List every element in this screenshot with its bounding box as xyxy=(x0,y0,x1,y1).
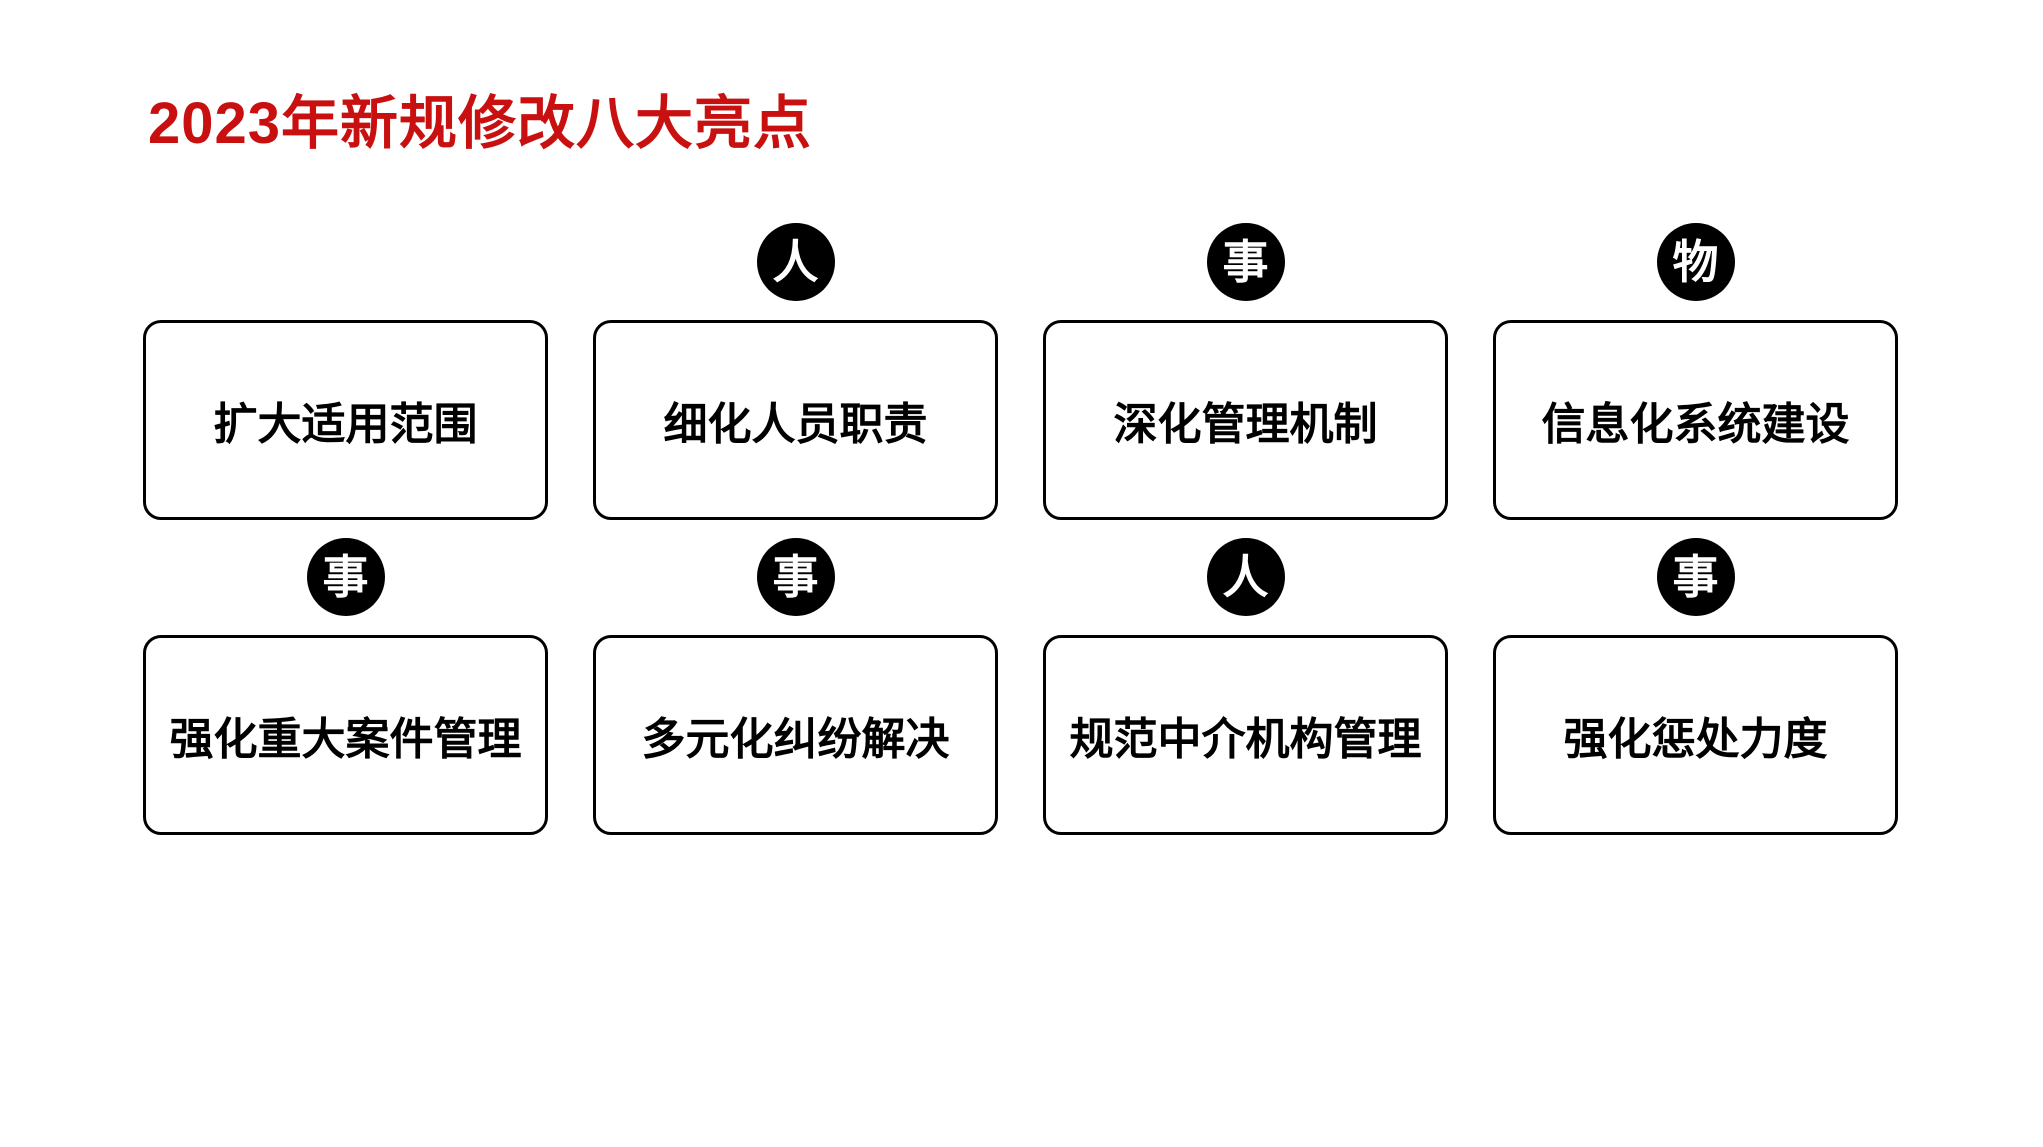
category-badge: 事 xyxy=(1206,223,1285,301)
category-badge: 事 xyxy=(1656,538,1735,616)
highlights-grid: 扩大适用范围 人 细化人员职责 事 深化管理机制 物 信息化系统建设 事 强化重… xyxy=(143,223,1898,835)
highlight-card-4: 物 信息化系统建设 xyxy=(1493,223,1898,520)
category-badge: 人 xyxy=(1206,538,1285,616)
card-label: 信息化系统建设 xyxy=(1541,400,1850,449)
card-box: 细化人员职责 xyxy=(593,320,998,520)
highlight-card-3: 事 深化管理机制 xyxy=(1043,223,1448,520)
card-box: 强化重大案件管理 xyxy=(143,635,548,835)
category-badge: 事 xyxy=(756,538,835,616)
card-box: 扩大适用范围 xyxy=(143,320,548,520)
category-badge: 事 xyxy=(306,538,385,616)
card-box: 多元化纠纷解决 xyxy=(593,635,998,835)
highlight-card-1: 扩大适用范围 xyxy=(143,320,548,520)
card-label: 深化管理机制 xyxy=(1113,400,1378,449)
highlight-card-6: 事 多元化纠纷解决 xyxy=(593,538,998,835)
page-title: 2023年新规修改八大亮点 xyxy=(148,91,813,156)
card-label: 扩大适用范围 xyxy=(213,400,478,449)
card-box: 深化管理机制 xyxy=(1043,320,1448,520)
card-box: 强化惩处力度 xyxy=(1493,635,1898,835)
highlight-card-5: 事 强化重大案件管理 xyxy=(143,538,548,835)
card-label: 多元化纠纷解决 xyxy=(641,715,950,764)
highlight-card-8: 事 强化惩处力度 xyxy=(1493,538,1898,835)
card-box: 信息化系统建设 xyxy=(1493,320,1898,520)
highlight-card-2: 人 细化人员职责 xyxy=(593,223,998,520)
card-label: 细化人员职责 xyxy=(663,400,928,449)
category-badge: 人 xyxy=(756,223,835,301)
card-label: 规范中介机构管理 xyxy=(1069,715,1422,764)
highlight-card-7: 人 规范中介机构管理 xyxy=(1043,538,1448,835)
category-badge: 物 xyxy=(1656,223,1735,301)
card-box: 规范中介机构管理 xyxy=(1043,635,1448,835)
card-label: 强化惩处力度 xyxy=(1563,715,1828,764)
card-label: 强化重大案件管理 xyxy=(169,715,522,764)
